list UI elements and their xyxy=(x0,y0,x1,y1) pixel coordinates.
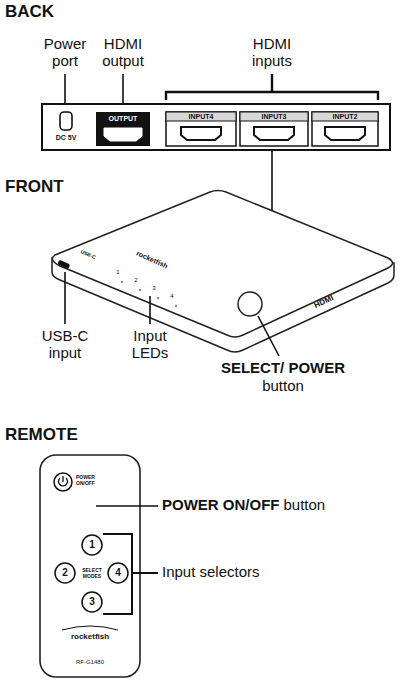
callout-label: SELECT/ POWER xyxy=(221,360,345,377)
callout-label: Power port xyxy=(39,36,91,69)
output-port xyxy=(96,112,150,146)
remote-body xyxy=(40,455,140,677)
callout-label: Input LEDs xyxy=(123,328,177,361)
callout-label: Input selectors xyxy=(162,564,260,581)
model-number: RF-G1480 xyxy=(76,659,104,666)
leader-lines xyxy=(65,272,279,356)
callout-label: POWER ON/OFF xyxy=(162,497,280,514)
led-number: 3 xyxy=(152,285,155,292)
button-marking: POWER ON/OFF xyxy=(76,475,102,486)
button-number: 2 xyxy=(62,567,68,578)
button-number: 1 xyxy=(89,539,95,550)
brand-logo: rocketfish xyxy=(71,633,109,642)
callout-label: button xyxy=(284,497,326,514)
callout-label: HDMI output xyxy=(97,36,149,69)
port-marking: INPUT2 xyxy=(333,113,358,121)
led-number: 2 xyxy=(134,277,137,284)
section-heading: BACK xyxy=(5,3,54,22)
section-heading: FRONT xyxy=(5,178,64,197)
power-port xyxy=(60,112,72,130)
select-power-button xyxy=(238,292,262,316)
leader-lines xyxy=(62,506,158,630)
button-marking: SELECT MODES xyxy=(82,568,102,579)
led-number: 4 xyxy=(170,293,173,300)
device-top xyxy=(52,191,392,338)
input-ports xyxy=(166,112,378,146)
power-button xyxy=(54,473,72,491)
callout-label: HDMI inputs xyxy=(246,36,298,69)
input-buttons xyxy=(55,535,128,612)
button-number: 4 xyxy=(115,567,121,578)
usb-c-port xyxy=(57,260,70,269)
port-marking: OUTPUT xyxy=(109,115,138,123)
hdmi-socket xyxy=(104,128,142,141)
section-heading: REMOTE xyxy=(5,426,78,445)
port-marking: DC 5V xyxy=(56,134,77,142)
callout-label: USB-C input xyxy=(36,328,94,361)
bracket xyxy=(166,74,378,100)
leader-line xyxy=(271,150,273,214)
power-icon xyxy=(59,476,68,486)
led-number: 1 xyxy=(116,269,119,276)
led-dots xyxy=(121,281,177,307)
button-number: 3 xyxy=(89,596,95,607)
back-panel xyxy=(42,104,390,150)
port-marking: INPUT3 xyxy=(262,113,287,121)
port-marking: INPUT4 xyxy=(189,113,214,121)
callout-label: button xyxy=(262,378,304,395)
